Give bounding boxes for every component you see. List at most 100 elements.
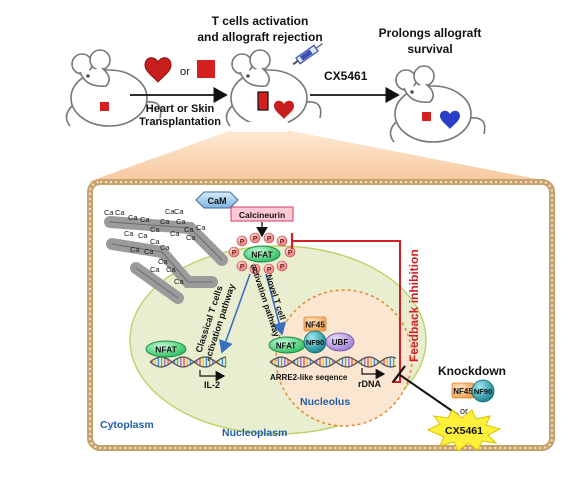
- feedback-inhibition-line: [292, 240, 401, 383]
- phosphate-label: P: [288, 250, 293, 257]
- transplant-label-line2: Transplantation: [139, 116, 221, 128]
- ca-ion: Ca: [150, 237, 160, 246]
- skin-graft-icon: [197, 60, 215, 78]
- rdna-gene-arrow: [361, 368, 386, 380]
- feedback-inhibition-label: Feedback inhibition: [407, 249, 421, 362]
- dna-strand: [149, 356, 227, 368]
- or-label: or: [180, 66, 190, 78]
- cam-protein: [195, 191, 239, 209]
- ca-ion: Ca: [160, 217, 170, 226]
- knockdown-inhibition-bar: [392, 365, 406, 383]
- ca-ion: Ca: [140, 215, 150, 224]
- phosphate-group: [263, 263, 275, 275]
- nf45-label: NF45: [305, 321, 325, 330]
- zoom-source-box: [232, 122, 288, 132]
- novel-pathway-arrow: [265, 273, 287, 336]
- phosphate-label: P: [240, 264, 245, 271]
- phosphate-label: P: [240, 239, 245, 246]
- ca-ion: Ca: [138, 231, 148, 240]
- arre2-label: ARRE2-like seqence: [270, 373, 348, 382]
- ca-ion: Ca: [166, 265, 176, 274]
- activation-title-line2: and allograft rejection: [197, 30, 322, 44]
- ca-ion: Ca: [124, 229, 134, 238]
- ca-ion: Ca: [174, 277, 184, 286]
- drug-label-side: CX5461: [445, 425, 483, 437]
- activation-title-line1: T cells activation: [212, 14, 309, 28]
- phosphate-group: [236, 235, 248, 247]
- phosphate-group: [249, 232, 261, 244]
- phosphate-group: [263, 232, 275, 244]
- phosphate-label: P: [232, 250, 237, 257]
- nf90-label-side: NF90: [474, 387, 492, 396]
- nf90-blob-side: [471, 379, 495, 403]
- nfat-classical: [145, 340, 187, 358]
- syringe-icon: [292, 43, 323, 66]
- ca-ion: Ca: [174, 207, 184, 216]
- ca-ion: Ca: [176, 217, 186, 226]
- zoom-funnel: [88, 130, 552, 182]
- phosphate-label: P: [280, 264, 285, 271]
- transplant-label-line1: Heart or Skin: [146, 103, 215, 115]
- ubf-label: UBF: [332, 338, 349, 347]
- ca-ion: Ca: [130, 245, 140, 254]
- phosphate-group: [236, 260, 248, 272]
- nucleolus-label: Nucleolus: [300, 396, 350, 408]
- mouse-icon-1: [65, 49, 162, 127]
- ca-ion: Ca: [150, 265, 160, 274]
- mouse-icon-2: [225, 49, 322, 127]
- ca-ion: Ca: [158, 257, 168, 266]
- survival-title-line2: survival: [407, 42, 452, 56]
- heart-icon: [144, 57, 172, 83]
- phosphate-group: [249, 263, 261, 275]
- mouse-icon-3: [389, 65, 486, 143]
- calcineurin-label: Calcineurin: [239, 210, 285, 220]
- ca-ion: Ca: [150, 225, 160, 234]
- knockdown-label: Knockdown: [438, 364, 506, 378]
- dna-strand: [269, 356, 397, 368]
- ca-ion: Ca: [115, 208, 125, 217]
- dna-strand: [269, 356, 397, 368]
- phosphate-label: P: [280, 239, 285, 246]
- survival-title-line1: Prolongs allograft: [379, 26, 482, 40]
- ca-ion: Ca: [165, 207, 175, 216]
- ca-ion: Ca: [160, 243, 170, 252]
- ca-ion: Ca: [184, 225, 194, 234]
- nf90-label: NF90: [306, 338, 324, 347]
- classical-pathway-arrow: [219, 273, 251, 354]
- nfat-label-classical: NFAT: [155, 345, 177, 355]
- il2-label: IL-2: [204, 380, 220, 390]
- rdna-helix: [269, 356, 397, 368]
- ca-ion: Ca: [186, 233, 196, 242]
- phosphate-group: [228, 246, 240, 258]
- phosphate-group: [284, 246, 296, 258]
- phosphate-label: P: [253, 267, 258, 274]
- cytoplasm-label: Cytoplasm: [100, 419, 154, 431]
- or-label-side: or: [460, 406, 468, 416]
- nfat-phosphorylated: [243, 245, 281, 263]
- nucleoplasm-label: Nucleoplasm: [222, 427, 287, 439]
- ca-ion: Ca: [144, 247, 154, 256]
- calcineurin-box: [230, 206, 294, 222]
- ca-ion: Ca: [196, 223, 206, 232]
- ca-ion: Ca: [128, 213, 138, 222]
- drug-label-top: CX5461: [324, 69, 368, 83]
- il2-gene-arrow: [199, 370, 226, 382]
- il2-dna-helix: [149, 356, 227, 368]
- phosphate-group: [276, 235, 288, 247]
- ubf-blob: [325, 332, 355, 352]
- nfat-label-top: NFAT: [251, 250, 273, 260]
- rdna-label: rDNA: [358, 379, 382, 389]
- phosphate-label: P: [267, 267, 272, 274]
- cam-label: CaM: [207, 196, 226, 206]
- ca-ion: Ca: [104, 208, 114, 217]
- phosphate-label: P: [267, 236, 272, 243]
- phosphate-label: P: [253, 236, 258, 243]
- nf45-label-side: NF45: [453, 387, 473, 396]
- ca-ion: Ca: [170, 229, 180, 238]
- phosphate-group: [276, 260, 288, 272]
- knockdown-inhibition-line: [399, 374, 459, 416]
- nfat-label-novel: NFAT: [276, 342, 296, 351]
